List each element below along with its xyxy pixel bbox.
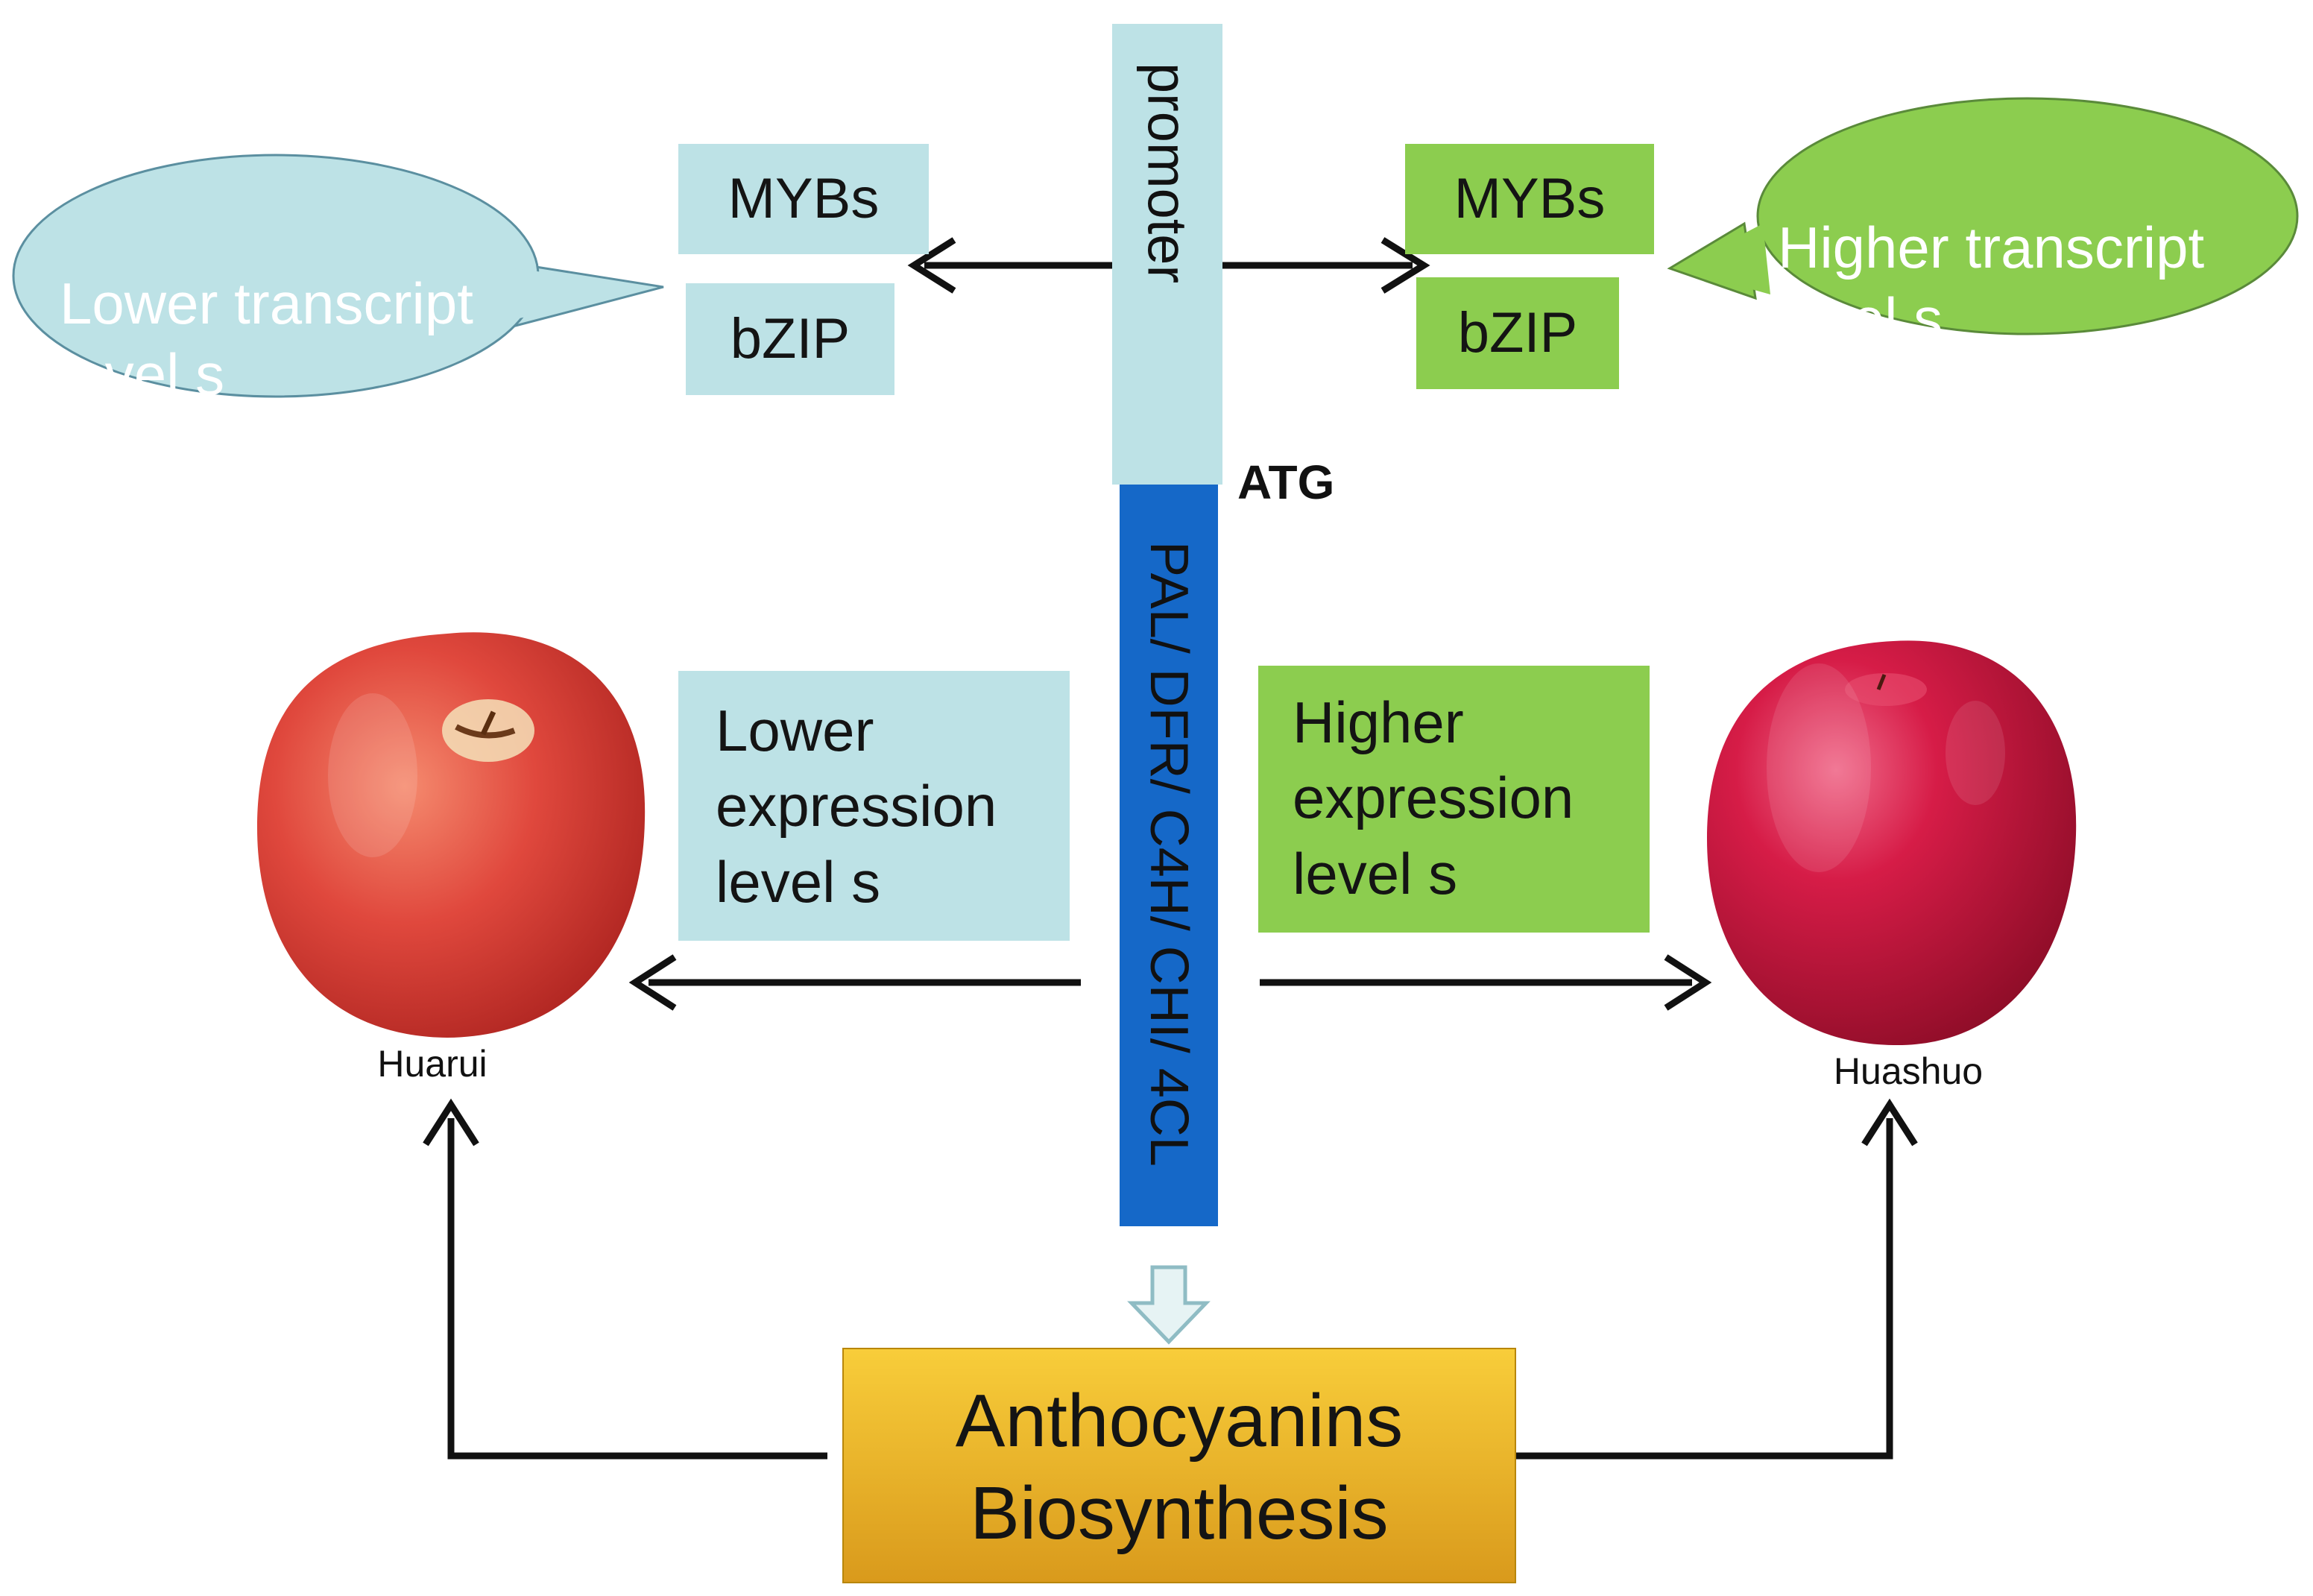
left-transcript-text: Lower transcript level s — [60, 198, 537, 410]
arrow-biosynthesis-to-huarui — [423, 1098, 827, 1460]
huashuo-label: Huashuo — [1833, 1050, 1984, 1092]
atg-label: ATG — [1237, 455, 1335, 509]
biosynthesis-line2: Biosynthesis — [970, 1472, 1389, 1555]
right-expression-label: Higher expression level s — [1293, 690, 1574, 906]
anthocyanin-biosynthesis-box: Anthocyanins Biosynthesis — [842, 1348, 1516, 1583]
right-bzip-label: bZIP — [1457, 301, 1578, 365]
enzyme-bar: PAL/ DFR/ C4H/ CHI/ 4CL — [1120, 485, 1218, 1226]
arrow-to-huashuo — [1260, 954, 1712, 1011]
promoter-bar: promoter — [1112, 24, 1222, 485]
huarui-apple — [257, 632, 646, 1038]
left-transcript-label: Lower transcript level s — [60, 271, 473, 408]
left-expression-label: Lower expression level s — [716, 698, 997, 915]
left-bzip-label: bZIP — [730, 307, 851, 370]
right-transcript-label: Higher transcript level s — [1778, 215, 2205, 352]
left-bzip-box: bZIP — [686, 283, 894, 395]
hollow-down-arrow — [1127, 1265, 1211, 1345]
left-expression-box: Lower expression level s — [678, 671, 1070, 941]
right-mybs-label: MYBs — [1454, 167, 1606, 230]
left-mybs-box: MYBs — [678, 144, 929, 254]
enzyme-genes-label: PAL/ DFR/ C4H/ CHI/ 4CL — [1139, 540, 1199, 1167]
arrow-to-huarui — [628, 954, 1081, 1011]
left-mybs-label: MYBs — [728, 167, 880, 230]
right-bzip-box: bZIP — [1416, 277, 1619, 389]
promoter-label: promoter — [1136, 62, 1199, 284]
huashuo-apple — [1707, 640, 2077, 1046]
arrow-biosynthesis-to-huashuo — [1515, 1098, 1918, 1460]
arrow-to-right-tfs — [1222, 237, 1430, 294]
left-transcript-bubble — [12, 154, 664, 398]
arrow-to-left-tfs — [907, 237, 1112, 294]
right-transcript-text: Higher transcript level s — [1778, 142, 2300, 354]
biosynthesis-line1: Anthocyanins — [955, 1379, 1404, 1463]
huarui-label: Huarui — [377, 1043, 487, 1085]
right-transcript-bubble — [1667, 97, 2299, 335]
right-mybs-box: MYBs — [1405, 144, 1654, 254]
right-expression-box: Higher expression level s — [1258, 666, 1650, 933]
